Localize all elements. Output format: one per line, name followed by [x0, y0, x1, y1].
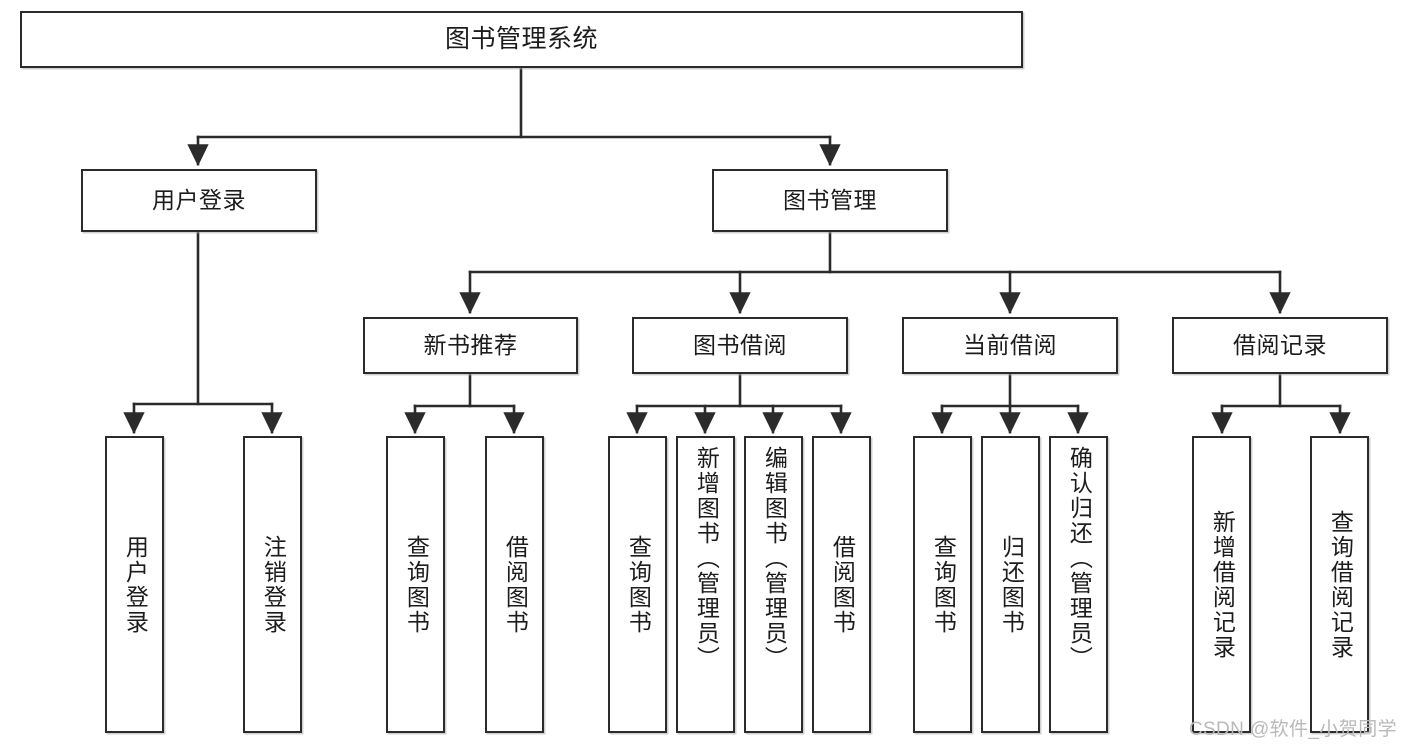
node-label: 新增借阅记录 — [1209, 509, 1236, 660]
node-label: 用户登录 — [152, 186, 246, 213]
leaf-new-book-borrow[interactable]: 借阅图书 — [485, 436, 544, 733]
node-new-book-recommend[interactable]: 新书推荐 — [363, 317, 578, 374]
node-label: 图书管理系统 — [444, 24, 598, 53]
node-label: 新增图书（管理员） — [693, 446, 720, 671]
node-label: 新书推荐 — [423, 331, 518, 358]
watermark: CSDN @软件_小贺同学 — [1188, 719, 1397, 740]
node-label: 查询图书 — [403, 534, 430, 635]
node-label: 确认归还（管理员） — [1066, 446, 1093, 671]
leaf-record-query[interactable]: 查询借阅记录 — [1310, 436, 1369, 733]
node-current-borrow[interactable]: 当前借阅 — [902, 317, 1118, 374]
leaf-user-login[interactable]: 用户登录 — [105, 436, 164, 733]
node-label: 图书借阅 — [693, 331, 787, 358]
node-user-login[interactable]: 用户登录 — [81, 169, 317, 232]
node-label: 借阅图书 — [829, 534, 856, 635]
leaf-borrow-borrow-book[interactable]: 借阅图书 — [812, 436, 871, 733]
leaf-current-confirm-return-admin[interactable]: 确认归还（管理员） — [1049, 436, 1108, 733]
node-label: 用户登录 — [122, 534, 149, 635]
node-label: 归还图书 — [998, 534, 1025, 635]
leaf-record-add[interactable]: 新增借阅记录 — [1192, 436, 1251, 733]
node-label: 编辑图书（管理员） — [761, 446, 788, 671]
node-label: 查询借阅记录 — [1327, 509, 1354, 660]
node-book-borrow[interactable]: 图书借阅 — [632, 317, 848, 374]
node-label: 注销登录 — [260, 534, 287, 635]
node-label: 当前借阅 — [963, 331, 1057, 358]
leaf-new-book-query[interactable]: 查询图书 — [386, 436, 445, 733]
leaf-logout-login[interactable]: 注销登录 — [243, 436, 302, 733]
node-book-management[interactable]: 图书管理 — [712, 169, 948, 232]
node-label: 借阅图书 — [502, 534, 529, 635]
node-label: 查询图书 — [625, 534, 652, 635]
node-book-management-system[interactable]: 图书管理系统 — [20, 11, 1023, 68]
leaf-current-return-book[interactable]: 归还图书 — [981, 436, 1040, 733]
node-label: 借阅记录 — [1233, 331, 1327, 358]
node-borrow-record[interactable]: 借阅记录 — [1172, 317, 1388, 374]
leaf-borrow-query-book[interactable]: 查询图书 — [608, 436, 667, 733]
node-label: 查询图书 — [930, 534, 957, 635]
node-label: 图书管理 — [783, 186, 877, 213]
leaf-borrow-add-book-admin[interactable]: 新增图书（管理员） — [676, 436, 735, 733]
leaf-current-query-book[interactable]: 查询图书 — [913, 436, 972, 733]
leaf-borrow-edit-book-admin[interactable]: 编辑图书（管理员） — [744, 436, 803, 733]
